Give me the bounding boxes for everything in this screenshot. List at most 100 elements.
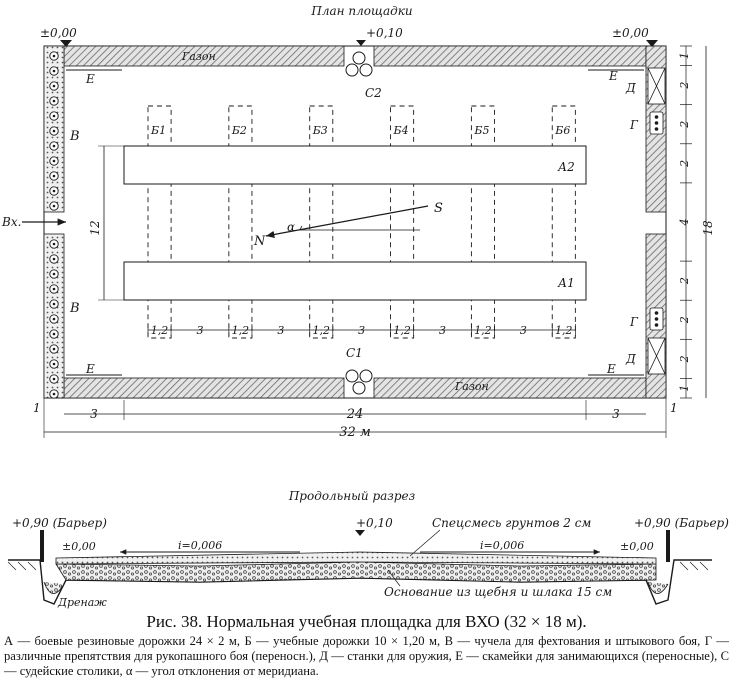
elev-marker-left-icon <box>60 40 72 47</box>
dim-chain-label: 3 <box>196 324 203 337</box>
angle-arc <box>299 225 303 231</box>
section-elev-right: ±0,00 <box>620 540 654 553</box>
dim-chain-label: 1,2 <box>393 324 411 337</box>
training-strip <box>390 105 415 339</box>
legend-b: Б — учебные дорожки 10 × 1,20 м, <box>244 634 441 648</box>
judge-bottom-label: С1 <box>346 346 363 360</box>
dummy-icon <box>49 344 59 354</box>
dummy-label-upper: В <box>69 129 80 144</box>
training-strip <box>551 105 576 339</box>
track-a2-label: А2 <box>557 160 575 174</box>
section-elev-left: ±0,00 <box>62 540 96 553</box>
base-label: Основание из щебня и шлака 15 см <box>384 585 612 599</box>
dummy-icon <box>49 359 59 369</box>
dim-chain-label: 3 <box>358 324 365 337</box>
training-strip <box>470 105 495 339</box>
strip-label: Б4 <box>393 124 409 137</box>
dim-chain-label: 1,2 <box>555 324 573 337</box>
lawn-bottom-label: Газон <box>454 380 489 393</box>
dummy-icon <box>49 374 59 384</box>
obstacle-label-top: Г <box>629 118 639 132</box>
lawn-strip-top-right <box>373 45 647 67</box>
legend-alpha: α — угол отклонения от меридиана. <box>125 664 319 678</box>
training-strip <box>309 105 334 339</box>
elev-marker-right-icon <box>646 40 658 47</box>
mix-leader <box>409 529 441 557</box>
elev-top-mid: +0,10 <box>366 26 403 40</box>
lawn-strip-bottom-right <box>373 377 647 399</box>
dim-right-label: 2 <box>678 316 691 324</box>
drain-right-icon <box>647 581 669 594</box>
combat-track-a2 <box>123 145 587 185</box>
ground-hatch-left <box>7 561 37 571</box>
dummy-icon <box>49 284 59 294</box>
lawn-strip-bottom-left <box>63 377 345 399</box>
dim-24-label: 24 <box>346 407 364 422</box>
training-strip <box>147 105 172 339</box>
dummy-icon <box>49 171 59 181</box>
dummy-icon <box>49 96 59 106</box>
lawn-top-label: Газон <box>181 50 216 63</box>
dim-right-label: 1 <box>678 52 691 59</box>
obstacle-top-icon <box>649 111 664 135</box>
drain-label: Дренаж <box>57 596 107 609</box>
dim-chain-label: 1,2 <box>474 324 492 337</box>
barrier-left-label: +0,90 (Барьер) <box>12 516 107 530</box>
strip-label: Б6 <box>554 124 570 137</box>
drain-left-icon <box>43 581 65 594</box>
dummy-icon <box>49 329 59 339</box>
weapon-rack-bottom-icon <box>647 337 666 375</box>
bench-label-bottom-right: Е <box>606 362 616 376</box>
dummy-icon <box>49 299 59 309</box>
combat-track-a1 <box>123 261 587 301</box>
elev-marker-mid-icon <box>356 40 366 46</box>
section-base-layer <box>55 561 657 583</box>
mix-label: Спецсмесь грунтов 2 см <box>432 516 591 530</box>
slope-left-label: i=0,006 <box>178 539 222 552</box>
dim-3-right-label: 3 <box>612 407 620 421</box>
legend-g: Г — различные препятствия для рукопашног… <box>4 634 729 663</box>
barrier-right-label: +0,90 (Барьер) <box>634 516 729 530</box>
bench-label-bottom-left: Е <box>85 362 95 376</box>
ground-hatch-right <box>679 561 709 571</box>
strip-label: Б1 <box>150 124 166 137</box>
obstacle-label-bottom: Г <box>629 315 639 329</box>
dim-32-label: 32 м <box>339 425 370 440</box>
dim-chain-label: 1,2 <box>232 324 250 337</box>
judge-table-top-icon <box>345 51 373 77</box>
dummy-icon <box>49 239 59 249</box>
dim-chain-label: 3 <box>439 324 446 337</box>
track-a1-label: А1 <box>557 276 575 290</box>
dummy-icon <box>49 186 59 196</box>
dummy-icon <box>49 201 59 211</box>
dim-right-label: 2 <box>678 277 691 285</box>
section-elev-mid-icon <box>355 530 365 536</box>
dim-chain-label: 1,2 <box>313 324 331 337</box>
legend-v: В — чучела для фехтования и штыкового бо… <box>444 634 701 648</box>
dim-right-label: 2 <box>678 82 691 90</box>
rack-label-top: Д <box>625 81 636 95</box>
bench-label-top-left: Е <box>85 72 95 86</box>
strip-label: Б5 <box>473 124 489 137</box>
dummy-icon <box>49 126 59 136</box>
figure-caption: Рис. 38. Нормальная учебная площадка для… <box>146 612 587 631</box>
angle-label: α <box>287 220 295 234</box>
dummy-markers <box>49 51 59 399</box>
figure-legend: А — боевые резиновые дорожки 24 × 2 м, Б… <box>4 634 729 679</box>
dummy-icon <box>49 81 59 91</box>
legend-c: С — судейские столики, <box>4 649 729 678</box>
weapon-rack-top-icon <box>647 67 666 105</box>
base-leader <box>387 569 401 587</box>
legend-a: А — боевые резиновые дорожки 24 × 2 м, <box>4 634 241 648</box>
slope-right-label: i=0,006 <box>480 539 524 552</box>
dummy-icon <box>49 66 59 76</box>
section-mix-layer <box>55 551 657 565</box>
training-strip <box>228 105 253 339</box>
bench-label-top-right: Е <box>608 69 618 83</box>
dim-1-left-label: 1 <box>33 401 41 415</box>
dim-chain-label: 3 <box>277 324 284 337</box>
strip-label: Б2 <box>231 124 247 137</box>
